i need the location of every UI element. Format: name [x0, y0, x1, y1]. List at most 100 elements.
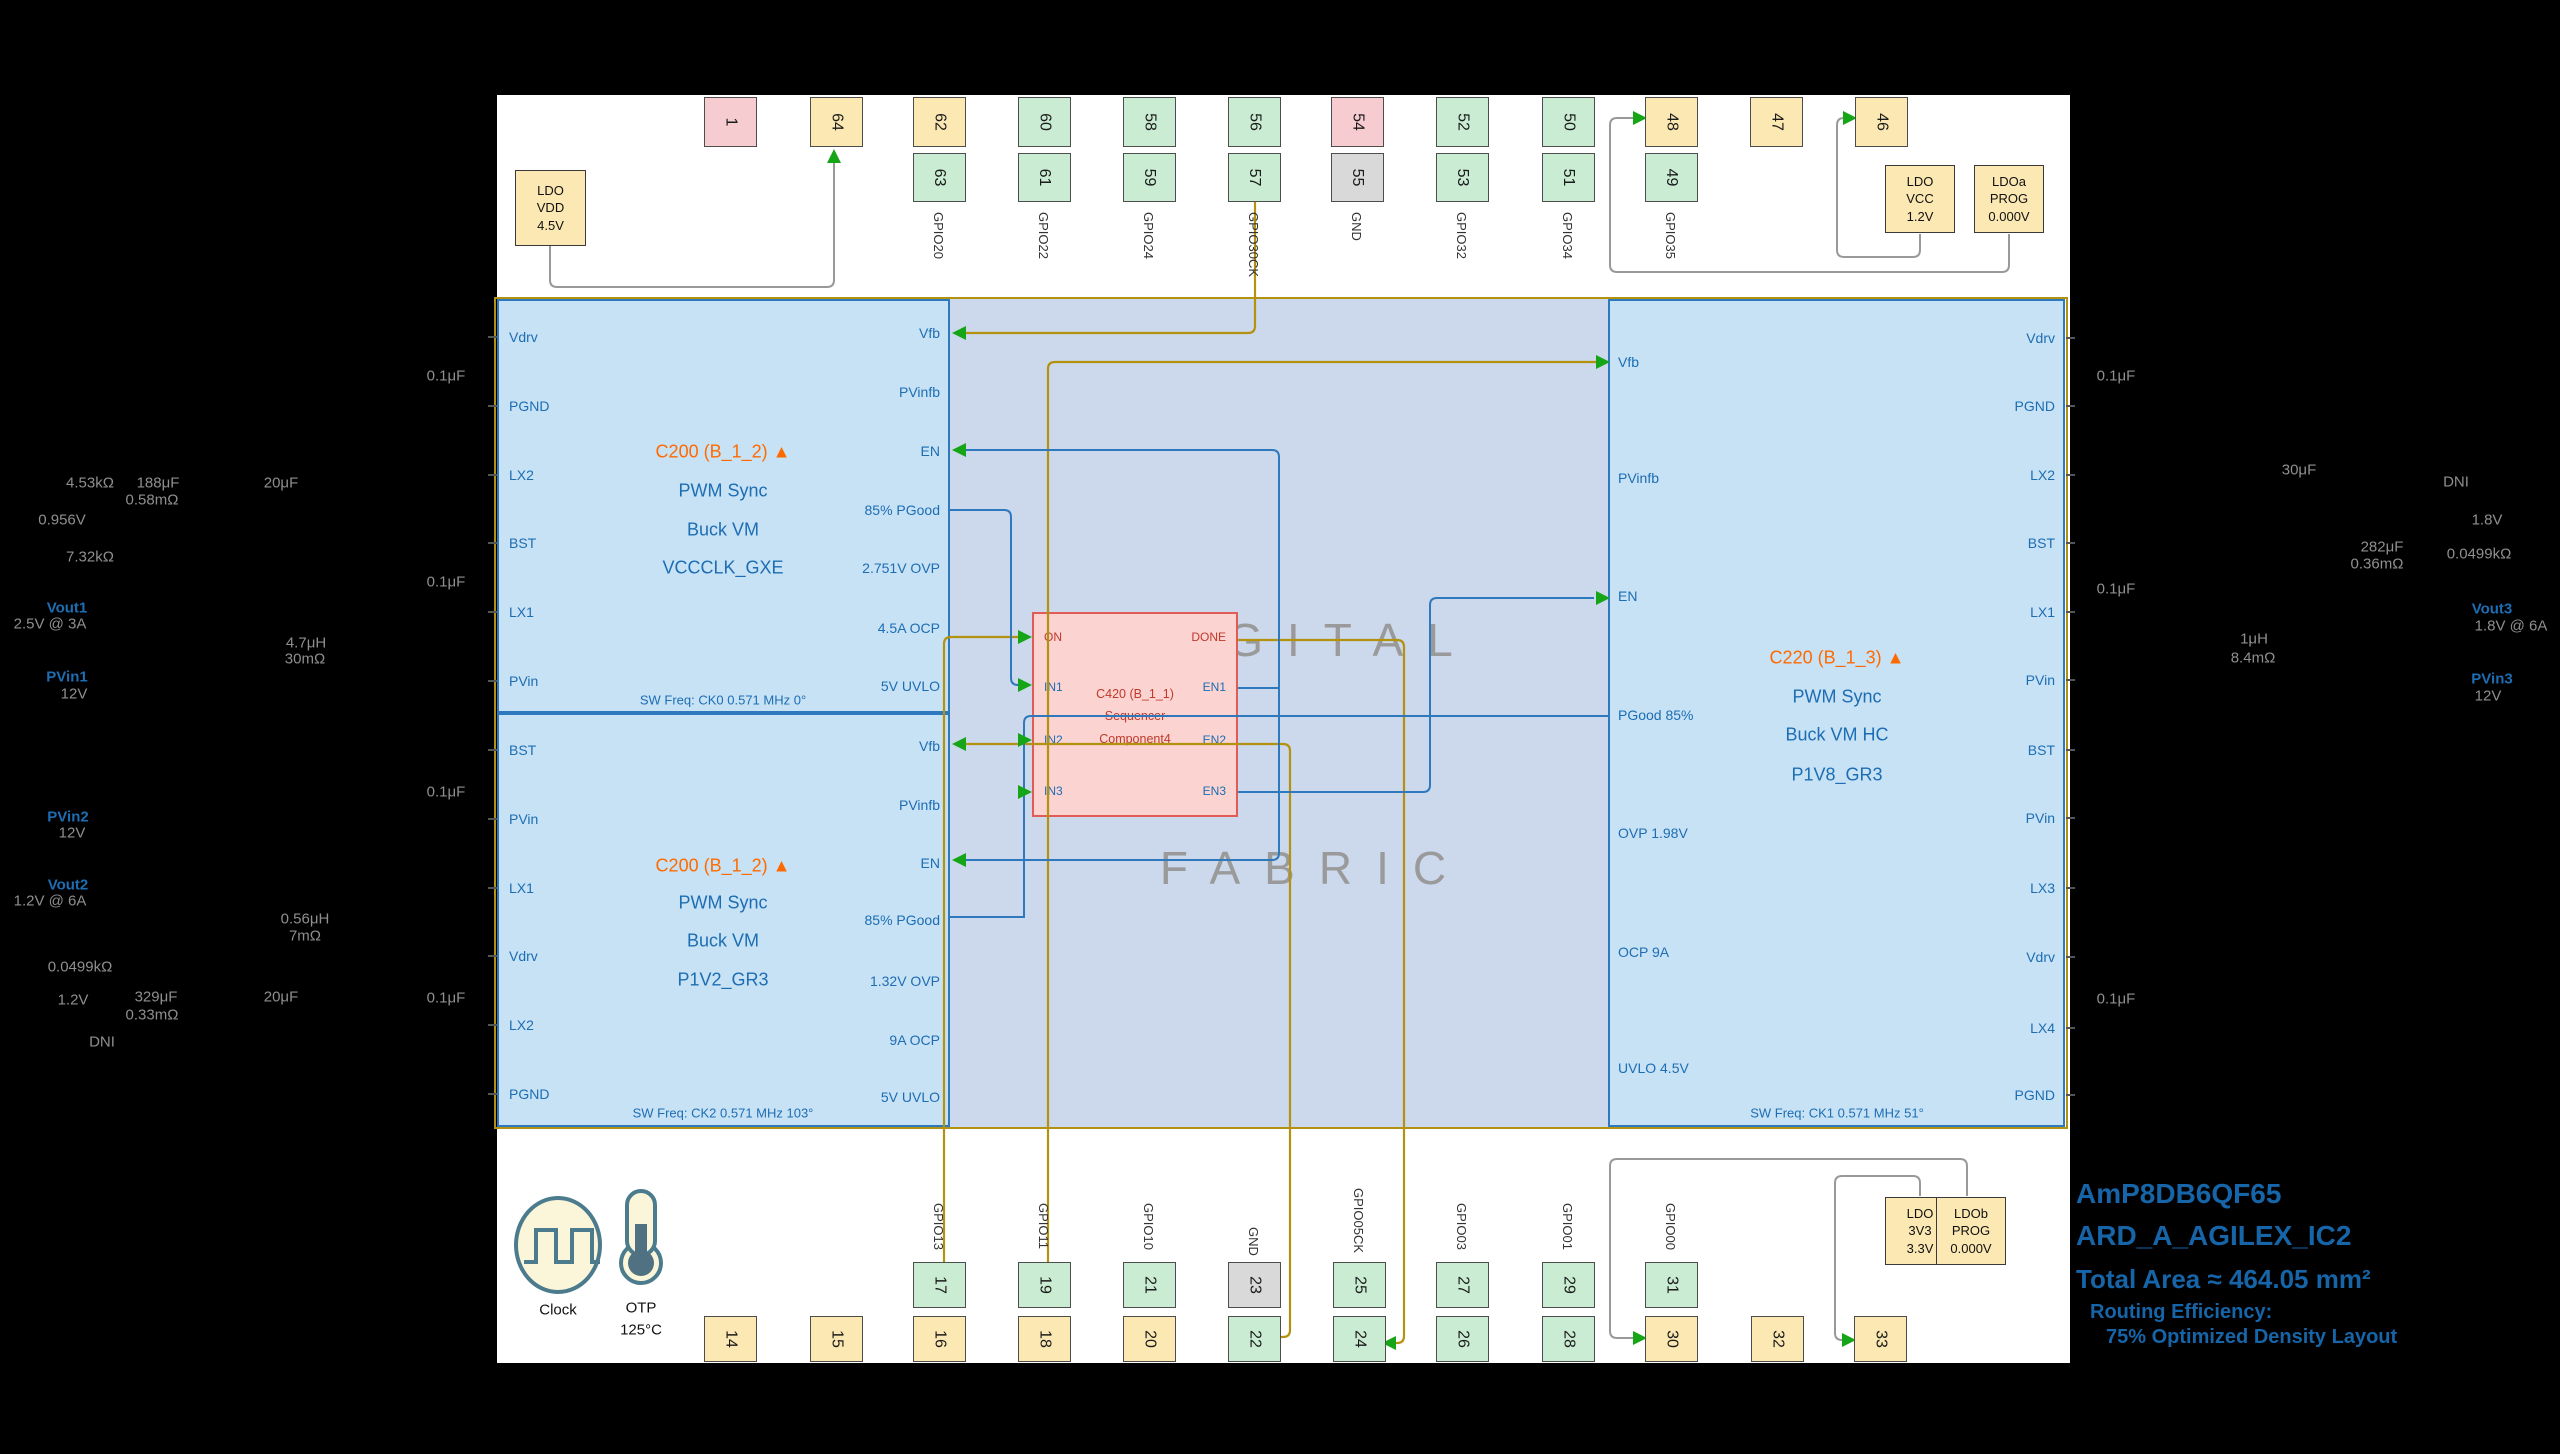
block-pin-PVin: PVin — [509, 673, 539, 689]
pin-26[interactable]: 26 — [1436, 1316, 1489, 1362]
block-attr-PVinfb: PVinfb — [1618, 470, 1659, 486]
block-attr-2.751V OVP: 2.751V OVP — [862, 560, 940, 576]
pin-58[interactable]: 58 — [1123, 97, 1176, 147]
otp-label: OTP — [625, 1299, 657, 1317]
pin-53[interactable]: 53 — [1436, 153, 1489, 202]
block-pin-LX2: LX2 — [2030, 467, 2055, 483]
pin-30[interactable]: 30 — [1645, 1316, 1698, 1362]
external-label: 7.32kΩ — [66, 548, 114, 566]
pin-32[interactable]: 32 — [1751, 1316, 1804, 1362]
block-type-line: P1V8_GR3 — [1791, 764, 1883, 785]
sequencer-component[interactable] — [1032, 612, 1238, 817]
buck-block-vccclk-gxe[interactable] — [497, 299, 950, 713]
olive-wires — [942, 202, 1596, 1345]
block-attr-OCP 9A: OCP 9A — [1618, 944, 1670, 960]
pin-60[interactable]: 60 — [1018, 97, 1071, 147]
block-type-line: PWM Sync — [678, 892, 768, 913]
fabric-watermark-line2: FABRIC — [1159, 842, 1471, 894]
gray-wires — [549, 117, 2010, 1341]
pin-57[interactable]: 57 — [1228, 153, 1281, 202]
external-label: 1.8V — [2471, 511, 2503, 529]
pin-51[interactable]: 51 — [1542, 153, 1595, 202]
block-pin-LX4: LX4 — [2030, 1020, 2055, 1036]
block-sw-freq: SW Freq: CK1 0.571 MHz 51° — [1750, 1105, 1924, 1121]
pin-61[interactable]: 61 — [1018, 153, 1071, 202]
external-label: 2.5V @ 3A — [13, 615, 87, 633]
block-attr-5V UVLO: 5V UVLO — [880, 1089, 940, 1105]
external-label: 4.53kΩ — [66, 474, 114, 492]
external-label: 12V — [58, 824, 86, 842]
pin-29[interactable]: 29 — [1542, 1262, 1595, 1308]
external-label: 0.1μF — [2096, 580, 2136, 598]
pin-25[interactable]: 25 — [1333, 1262, 1386, 1308]
block-type-line: Buck VM — [686, 930, 760, 951]
block-attr-Vfb: Vfb — [918, 325, 940, 341]
design-name: ARD_A_AGILEX_IC2 — [2076, 1220, 2352, 1251]
pin-55[interactable]: 55 — [1331, 153, 1384, 202]
pin-18[interactable]: 18 — [1018, 1316, 1071, 1362]
pin-47[interactable]: 47 — [1750, 97, 1803, 147]
block-pin-PGND: PGND — [2014, 1087, 2055, 1103]
pin-label-GPIO00: GPIO00 — [1663, 1203, 1678, 1251]
seq-output-EN1: EN1 — [1202, 680, 1226, 694]
pin-16[interactable]: 16 — [913, 1316, 966, 1362]
pin-14[interactable]: 14 — [704, 1316, 757, 1362]
pin-15[interactable]: 15 — [810, 1316, 863, 1362]
external-label: 20μF — [263, 474, 299, 492]
external-label: PVin3 — [2471, 670, 2513, 688]
pin-28[interactable]: 28 — [1542, 1316, 1595, 1362]
external-label: 1.2V @ 6A — [13, 892, 87, 910]
pin-label-GPIO22: GPIO22 — [1036, 212, 1051, 259]
pin-46[interactable]: 46 — [1855, 97, 1908, 147]
arrow-heads — [827, 111, 1857, 1350]
pin-49[interactable]: 49 — [1645, 153, 1698, 202]
pin-20[interactable]: 20 — [1123, 1316, 1176, 1362]
seq-output-EN3: EN3 — [1202, 784, 1226, 798]
block-pin-Vdrv: Vdrv — [509, 329, 538, 345]
pin-64[interactable]: 64 — [810, 97, 863, 147]
pin-1[interactable]: 1 — [704, 97, 757, 147]
external-label: 0.1μF — [2096, 990, 2136, 1008]
pin-22[interactable]: 22 — [1228, 1316, 1281, 1362]
pin-50[interactable]: 50 — [1542, 97, 1595, 147]
block-attr-Vfb: Vfb — [918, 738, 940, 754]
pin-21[interactable]: 21 — [1123, 1262, 1176, 1308]
pin-48[interactable]: 48 — [1645, 97, 1698, 147]
external-label: 0.1μF — [2096, 367, 2136, 385]
buck-block-p1v8-gr3[interactable] — [1608, 299, 2065, 1127]
pin-54[interactable]: 54 — [1331, 97, 1384, 147]
pin-17[interactable]: 17 — [913, 1262, 966, 1308]
external-label: 0.56μH — [280, 910, 330, 928]
external-label: 0.0499kΩ — [2446, 545, 2512, 563]
pin-27[interactable]: 27 — [1436, 1262, 1489, 1308]
external-label: 20μF — [263, 988, 299, 1006]
pin-33[interactable]: 33 — [1854, 1316, 1907, 1362]
block-pin-Vdrv: Vdrv — [2026, 330, 2055, 346]
block-id: C200 (B_1_2) ▲ — [655, 441, 791, 462]
block-pin-PVin: PVin — [2025, 672, 2055, 688]
pin-31[interactable]: 31 — [1645, 1262, 1698, 1308]
pin-59[interactable]: 59 — [1123, 153, 1176, 202]
block-attr-85% PGood: 85% PGood — [864, 912, 941, 928]
total-area: Total Area ≈ 464.05 mm² — [2076, 1264, 2371, 1294]
pin-62[interactable]: 62 — [913, 97, 966, 147]
pin-52[interactable]: 52 — [1436, 97, 1489, 147]
pin-56[interactable]: 56 — [1228, 97, 1281, 147]
external-label: 0.1μF — [426, 989, 466, 1007]
pin-23[interactable]: 23 — [1228, 1262, 1281, 1308]
pin-63[interactable]: 63 — [913, 153, 966, 202]
block-pin-Vdrv: Vdrv — [509, 948, 538, 964]
external-label: 282μF — [2360, 538, 2404, 556]
external-label: 1.2V — [57, 991, 89, 1009]
pin-19[interactable]: 19 — [1018, 1262, 1071, 1308]
pin-24[interactable]: 24 — [1333, 1316, 1386, 1362]
external-label: 12V — [2474, 687, 2502, 705]
block-type-line: Buck VM HC — [1785, 724, 1889, 745]
block-id: C200 (B_1_2) ▲ — [655, 855, 791, 876]
buck-block-p1v2-gr3[interactable] — [497, 713, 950, 1127]
